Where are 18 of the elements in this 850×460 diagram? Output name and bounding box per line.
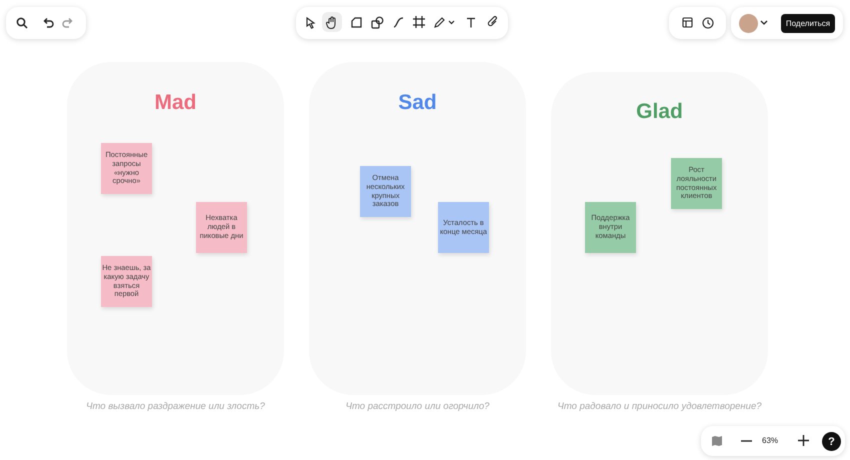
column-caption: Что расстроило или огорчило? [346,401,490,412]
sticky-note [101,256,152,307]
zoom-level: 63% [762,436,778,445]
column-panel [309,62,526,395]
column-panel [551,72,768,395]
sticky-note [101,143,152,194]
sticky-note [360,166,411,217]
column-caption: Что вызвало раздражение или злость? [86,401,265,412]
column-caption: Что радовало и приносило удовлетворение? [557,401,762,412]
sticky-note [671,158,722,209]
share-button: Поделиться [781,14,835,33]
column-title: Mad [154,91,198,115]
sticky-note [585,202,636,253]
sticky-note [438,202,489,253]
column-title: Sad [397,91,438,115]
sticky-note [196,202,247,253]
column-title: Glad [635,100,684,124]
column-panel [67,62,284,395]
